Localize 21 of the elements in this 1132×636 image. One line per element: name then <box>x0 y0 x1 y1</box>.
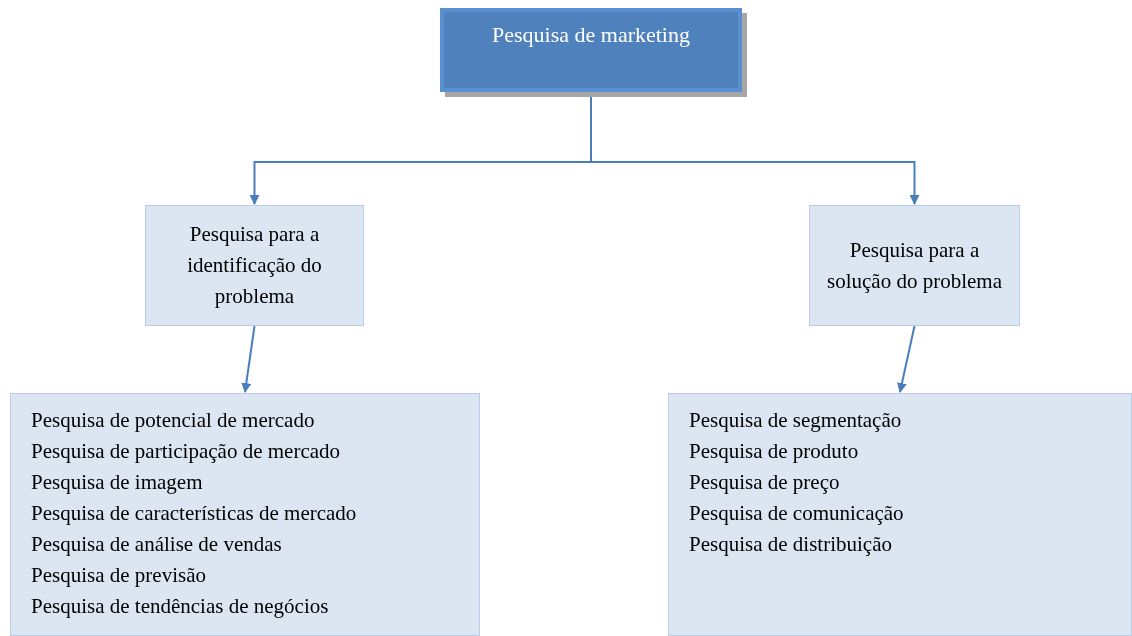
list-item: Pesquisa de comunicação <box>689 500 904 527</box>
list-item: Pesquisa de distribuição <box>689 531 892 558</box>
box-text: Pesquisa de marketing <box>492 20 690 49</box>
list-item: Pesquisa de tendências de negócios <box>31 593 329 620</box>
connector-arrow <box>241 325 256 393</box>
category-box <box>809 205 1020 326</box>
list-item: Pesquisa de preço <box>689 469 840 496</box>
list-item: Pesquisa de produto <box>689 438 859 465</box>
category-box <box>145 205 364 326</box>
list-item: Pesquisa de segmentação <box>689 407 902 434</box>
list-box <box>10 393 480 636</box>
list-item: Pesquisa de potencial de mercado <box>31 407 315 434</box>
list-item: Pesquisa de características de mercado <box>31 500 357 527</box>
list-item: Pesquisa de participação de mercado <box>31 438 341 465</box>
list-item: Pesquisa de imagem <box>31 469 203 496</box>
box-text: Pesquisa para a solução do problema <box>826 236 1003 295</box>
list-box <box>668 393 1132 636</box>
list-item: Pesquisa de análise de vendas <box>31 531 282 558</box>
box-text: Pesquisa para a identificação do problema <box>186 221 323 310</box>
connector-arrow <box>897 325 916 393</box>
list-item: Pesquisa de previsão <box>31 562 206 589</box>
